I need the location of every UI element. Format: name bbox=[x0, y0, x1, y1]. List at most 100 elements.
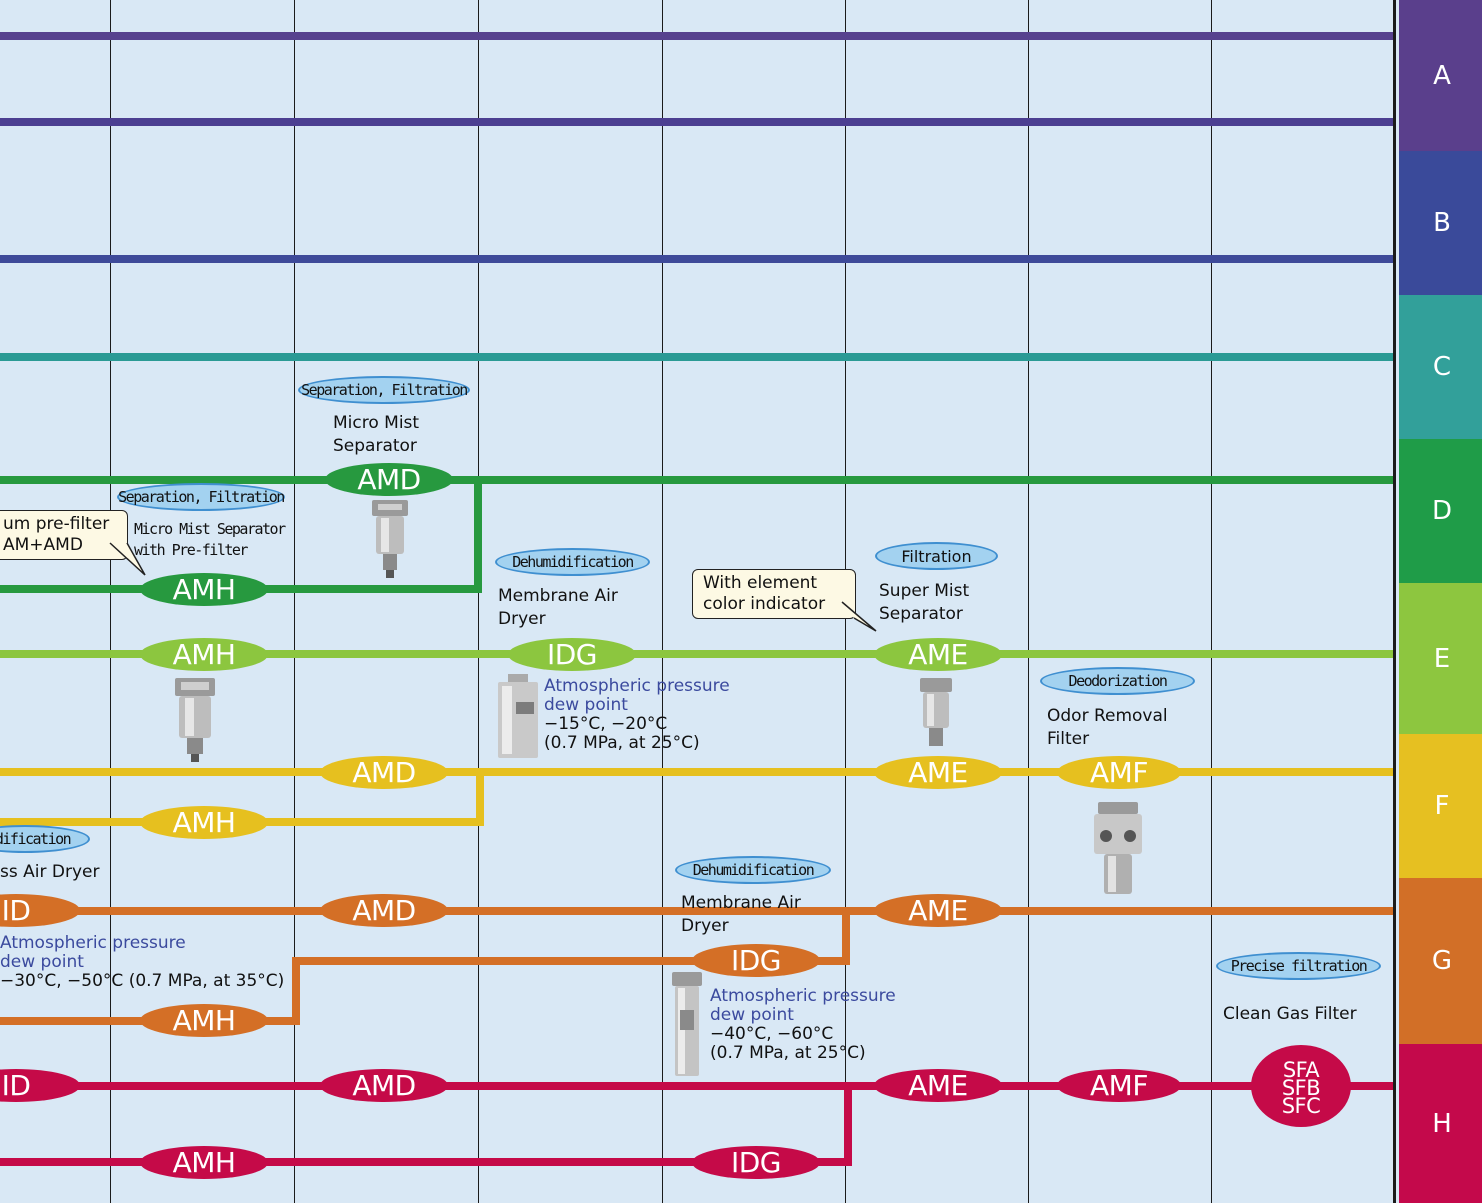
pill-e-ame[interactable]: AME bbox=[874, 638, 1002, 671]
column-divider bbox=[662, 0, 663, 1203]
label-dryer-g: ss Air Dryer bbox=[0, 862, 100, 882]
pill-f-ame[interactable]: AME bbox=[874, 756, 1002, 789]
label-super-mist: Super Mist Separator bbox=[879, 580, 969, 626]
note-value: −30°C, −50°C (0.7 MPa, at 35°C) bbox=[0, 971, 285, 991]
amf-filter-image bbox=[1094, 802, 1142, 894]
pill-h-sf-line: SFB bbox=[1281, 1076, 1321, 1100]
note-value: −40°C, −60°C bbox=[710, 1024, 834, 1044]
pill-h-id[interactable]: ID bbox=[0, 1069, 80, 1102]
label-line: Membrane Air bbox=[498, 586, 618, 606]
amh-filter-image bbox=[175, 678, 215, 762]
tag-micro-mist-prefilter: Separation, Filtration bbox=[117, 483, 285, 511]
label-odor-removal: Odor Removal Filter bbox=[1047, 705, 1168, 751]
column-divider bbox=[1028, 0, 1029, 1203]
pill-g-ame[interactable]: AME bbox=[874, 894, 1002, 927]
note-idg-g: Atmospheric pressure dew point −40°C, −6… bbox=[710, 987, 896, 1063]
pill-h-sf-line: SFA bbox=[1282, 1058, 1320, 1082]
pill-g-id[interactable]: ID bbox=[0, 894, 80, 927]
line-g-main bbox=[0, 907, 1395, 915]
pill-h-amh[interactable]: AMH bbox=[140, 1146, 268, 1179]
tag-clean-gas: Precise filtration bbox=[1216, 952, 1381, 980]
note-title: dew point bbox=[710, 1005, 794, 1025]
label-line: with Pre-filter bbox=[134, 541, 248, 559]
note-title: dew point bbox=[544, 695, 628, 715]
line-a-top bbox=[0, 32, 1395, 40]
label-line: Separator bbox=[879, 604, 963, 624]
pill-e-idg[interactable]: IDG bbox=[508, 638, 636, 671]
pill-f-amd[interactable]: AMD bbox=[320, 756, 448, 789]
pill-g-idg[interactable]: IDG bbox=[692, 944, 820, 977]
line-a-bottom bbox=[0, 118, 1395, 126]
pill-g-amd[interactable]: AMD bbox=[320, 894, 448, 927]
line-g-riser-left bbox=[292, 957, 300, 1025]
amd-filter-image bbox=[372, 500, 408, 578]
line-h-branch bbox=[0, 1158, 852, 1166]
column-divider bbox=[294, 0, 295, 1203]
pill-e-amh[interactable]: AMH bbox=[140, 638, 268, 671]
label-line: Super Mist bbox=[879, 581, 970, 601]
label-line: Odor Removal bbox=[1047, 706, 1168, 726]
line-h-riser bbox=[844, 1082, 852, 1166]
column-divider bbox=[110, 0, 111, 1203]
line-f-main bbox=[0, 768, 1395, 776]
note-id-g: Atmospheric pressure dew point −30°C, −5… bbox=[0, 934, 284, 991]
column-divider bbox=[1211, 0, 1212, 1203]
label-line: Filter bbox=[1047, 729, 1090, 749]
note-value: (0.7 MPa, at 25°C) bbox=[710, 1043, 866, 1063]
pill-h-sf-line: SFC bbox=[1281, 1094, 1321, 1118]
sidebar-row-h[interactable]: H bbox=[1399, 1044, 1482, 1203]
sidebar-row-d[interactable]: D bbox=[1399, 439, 1482, 583]
pill-h-ame[interactable]: AME bbox=[874, 1069, 1002, 1102]
line-b bbox=[0, 255, 1395, 263]
label-line: Dryer bbox=[498, 609, 546, 629]
tag-membrane-dryer-g: Dehumidification bbox=[675, 856, 831, 884]
line-h-main bbox=[0, 1082, 1395, 1090]
label-line: Micro Mist Separator bbox=[134, 520, 286, 538]
label-clean-gas: Clean Gas Filter bbox=[1223, 1004, 1357, 1024]
line-f-riser bbox=[476, 768, 484, 826]
tag-dryer-g: midification bbox=[0, 825, 90, 853]
callout-prefilter: um pre-filter AM+AMD bbox=[0, 510, 128, 560]
note-title: Atmospheric pressure bbox=[544, 676, 730, 696]
pill-g-amh[interactable]: AMH bbox=[140, 1004, 268, 1037]
sidebar-row-g[interactable]: G bbox=[1399, 878, 1482, 1044]
pill-h-amd[interactable]: AMD bbox=[320, 1069, 448, 1102]
sidebar-row-a[interactable]: A bbox=[1399, 0, 1482, 151]
pill-h-idg[interactable]: IDG bbox=[692, 1146, 820, 1179]
label-micro-mist-prefilter: Micro Mist Separator with Pre-filter bbox=[134, 519, 286, 561]
sidebar-row-f[interactable]: F bbox=[1399, 734, 1482, 878]
category-sidebar: A B C D E F G H bbox=[1393, 0, 1482, 1203]
note-title: Atmospheric pressure bbox=[710, 986, 896, 1006]
tag-micro-mist-separator: Separation, Filtration bbox=[298, 376, 470, 404]
pill-h-amf[interactable]: AMF bbox=[1057, 1069, 1181, 1102]
label-membrane-dryer-e: Membrane Air Dryer bbox=[498, 585, 618, 631]
callout-indicator-pointer bbox=[841, 601, 877, 632]
line-g-riser-right bbox=[842, 907, 850, 965]
line-d-main bbox=[0, 476, 1395, 484]
label-line: Dryer bbox=[681, 916, 729, 936]
pill-h-sf[interactable]: SFA SFB SFC bbox=[1251, 1045, 1351, 1127]
tag-membrane-dryer-e: Dehumidification bbox=[495, 548, 650, 576]
sidebar-row-b[interactable]: B bbox=[1399, 151, 1482, 295]
note-idg-e: Atmospheric pressure dew point −15°C, −2… bbox=[544, 677, 730, 753]
callout-line: um pre-filter bbox=[3, 514, 110, 534]
note-title: dew point bbox=[0, 952, 84, 972]
idg-dryer-image-g bbox=[672, 972, 702, 1076]
line-g-mid bbox=[294, 957, 850, 965]
pill-f-amf[interactable]: AMF bbox=[1057, 756, 1181, 789]
note-value: −15°C, −20°C bbox=[544, 714, 668, 734]
note-value: (0.7 MPa, at 25°C) bbox=[544, 733, 700, 753]
sidebar-row-e[interactable]: E bbox=[1399, 583, 1482, 734]
pill-d-amh[interactable]: AMH bbox=[140, 573, 268, 606]
pill-f-amh[interactable]: AMH bbox=[140, 806, 268, 839]
line-d-riser bbox=[474, 476, 482, 593]
callout-line: AM+AMD bbox=[3, 535, 83, 555]
pill-d-amd[interactable]: AMD bbox=[325, 463, 453, 496]
ame-filter-image bbox=[920, 678, 952, 746]
label-line: Micro Mist bbox=[333, 413, 420, 433]
callout-prefilter-pointer bbox=[109, 542, 146, 576]
sidebar-row-c[interactable]: C bbox=[1399, 295, 1482, 439]
label-line: Separator bbox=[333, 436, 417, 456]
callout-line: With element bbox=[703, 573, 818, 593]
